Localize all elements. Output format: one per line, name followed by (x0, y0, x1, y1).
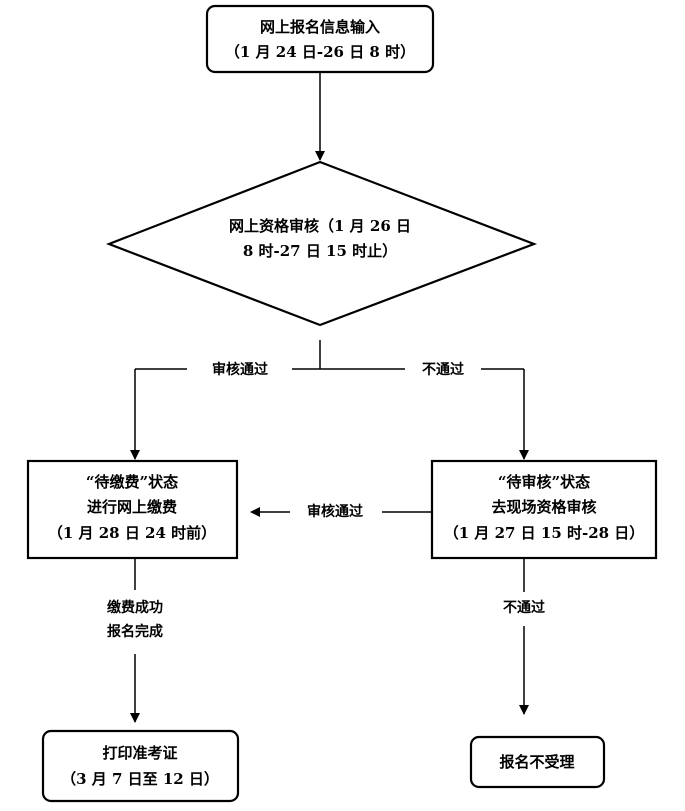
node-pending-review-status: “待审核”状态 (498, 473, 590, 491)
node-pending-payment: “待缴费”状态 进行网上缴费 （1 月 28 日 24 时前） (26, 459, 239, 560)
node-print-admission-date: （3 月 7 日至 12 日） (61, 770, 219, 788)
node-pending-review-date: （1 月 27 日 15 时-28 日） (444, 524, 645, 542)
edge-label-onsite-fail: 不通过 (503, 599, 545, 616)
node-online-review: 网上资格审核（1 月 26 日 8 时-27 日 15 时止） (105, 160, 538, 327)
node-print-admission: 打印准考证 （3 月 7 日至 12 日） (41, 729, 240, 803)
edge-label-review-fail: 不通过 (422, 361, 464, 378)
node-pending-payment-date: （1 月 28 日 24 时前） (48, 524, 216, 542)
node-online-review-title: 网上资格审核（1 月 26 日 (229, 217, 411, 235)
node-rejected: 报名不受理 (469, 735, 606, 789)
node-rejected-title: 报名不受理 (499, 753, 574, 771)
node-online-registration-date: （1 月 24 日-26 日 8 时） (225, 43, 415, 61)
node-online-review-date: 8 时-27 日 15 时止） (243, 242, 397, 260)
edge-label-payment-success: 缴费成功 (107, 599, 163, 616)
node-print-admission-title: 打印准考证 (102, 744, 177, 762)
edge-label-onsite-pass: 审核通过 (307, 503, 363, 520)
node-pending-payment-status: “待缴费”状态 (86, 473, 178, 491)
node-pending-review-action: 去现场资格审核 (491, 498, 596, 516)
node-online-registration: 网上报名信息输入 （1 月 24 日-26 日 8 时） (205, 4, 435, 74)
edge-label-registration-complete: 报名完成 (107, 623, 163, 640)
node-online-registration-title: 网上报名信息输入 (260, 18, 380, 36)
node-pending-payment-action: 进行网上缴费 (87, 498, 177, 516)
node-pending-review: “待审核”状态 去现场资格审核 （1 月 27 日 15 时-28 日） (430, 459, 658, 560)
edge-label-review-pass: 审核通过 (212, 361, 268, 378)
